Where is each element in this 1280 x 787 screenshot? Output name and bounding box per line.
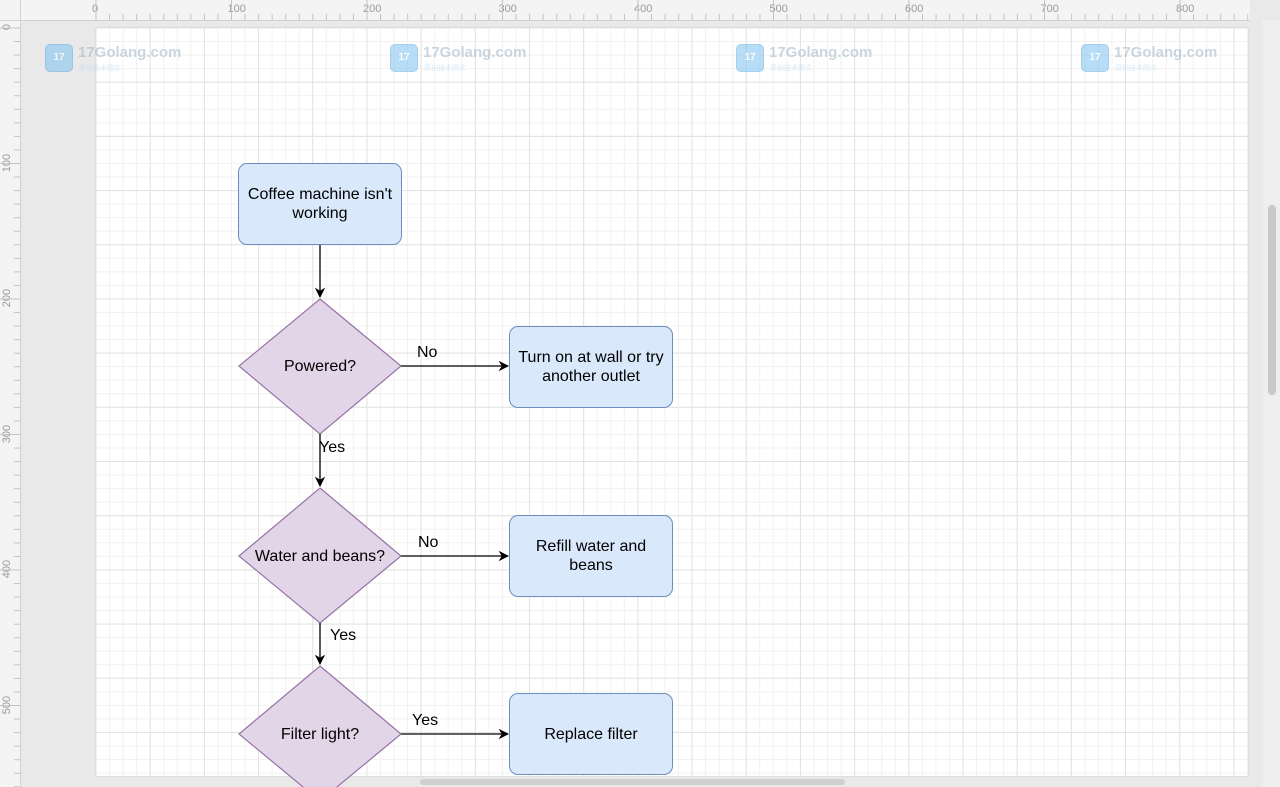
ruler-corner	[0, 0, 21, 21]
watermark-logo-icon: 17	[1081, 44, 1109, 72]
watermark-logo-icon: 17	[736, 44, 764, 72]
horizontal-scrollbar-thumb[interactable]	[420, 779, 845, 785]
node-label: Water and beans?	[254, 547, 386, 565]
watermark: 17 17Golang.com 原创技术图文	[736, 42, 896, 78]
watermark-text: 17Golang.com	[769, 44, 873, 61]
watermark-subtext: 原创技术图文	[1115, 65, 1157, 72]
node-label: Coffee machine isn't working	[247, 186, 393, 222]
node-label: Refill water and beans	[535, 538, 647, 574]
ruler-top-number: 500	[769, 3, 788, 15]
watermark-subtext: 原创技术图文	[770, 65, 812, 72]
ruler-top-number: 200	[363, 3, 382, 15]
decision-filter-light-label: Filter light?	[239, 724, 401, 744]
vertical-ruler	[0, 20, 21, 787]
ruler-top-number: 800	[1176, 3, 1195, 15]
edge-label-filter-yes: Yes	[412, 712, 439, 729]
node-label: Replace filter	[544, 725, 638, 743]
edge-label-powered-yes: Yes	[319, 439, 346, 456]
node-label: Filter light?	[280, 725, 360, 743]
watermark-text: 17Golang.com	[1114, 44, 1218, 61]
decision-water-beans-label: Water and beans?	[239, 546, 401, 566]
watermark-logo-icon: 17	[45, 44, 73, 72]
edge-label-water-yes: Yes	[330, 627, 357, 644]
watermark: 17 17Golang.com 原创技术图文	[1081, 42, 1241, 78]
ruler-top-number: 0	[92, 3, 99, 15]
decision-powered-label: Powered?	[239, 356, 401, 376]
ruler-top-number: 300	[498, 3, 517, 15]
node-turn-on-outlet[interactable]: Turn on at wall or try another outlet	[509, 326, 673, 408]
watermark-text: 17Golang.com	[78, 44, 182, 61]
watermark-text: 17Golang.com	[423, 44, 527, 61]
watermark-logo-icon: 17	[390, 44, 418, 72]
watermark: 17 17Golang.com 原创技术图文	[390, 42, 550, 78]
node-coffee-machine-not-working[interactable]: Coffee machine isn't working	[238, 163, 402, 245]
watermark-subtext: 原创技术图文	[79, 65, 121, 72]
ruler-top-number: 400	[634, 3, 653, 15]
node-refill-water-beans[interactable]: Refill water and beans	[509, 515, 673, 597]
edge-label-powered-no: No	[417, 344, 438, 361]
watermark-subtext: 原创技术图文	[424, 65, 466, 72]
node-label: Powered?	[283, 357, 357, 375]
watermark: 17 17Golang.com 原创技术图文	[45, 42, 205, 78]
ruler-top-number: 700	[1040, 3, 1059, 15]
ruler-top-number: 600	[905, 3, 924, 15]
node-label: Turn on at wall or try another outlet	[518, 349, 664, 385]
edge-label-water-no: No	[418, 534, 439, 551]
vertical-scrollbar-thumb[interactable]	[1268, 205, 1276, 395]
decision-filter-light-shape[interactable]	[238, 665, 402, 787]
node-replace-filter[interactable]: Replace filter	[509, 693, 673, 775]
ruler-top-number: 100	[227, 3, 246, 15]
